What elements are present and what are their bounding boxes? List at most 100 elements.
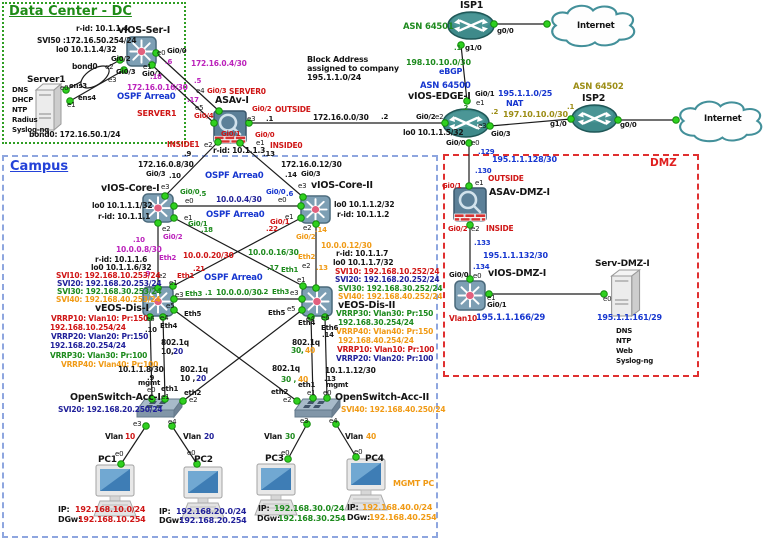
- diagram-label: e0: [157, 49, 166, 57]
- device-vios-dmz-i[interactable]: [454, 280, 486, 311]
- diagram-label: ens3: [69, 82, 87, 90]
- diagram-label: VRRP30: Vlan30: Pr:100: [50, 351, 148, 360]
- diagram-label: 195.1.1.132/30: [483, 251, 548, 260]
- diagram-label: Radius: [12, 116, 38, 124]
- pc-icon: [181, 466, 225, 519]
- diagram-label: 192.168.40.0/24: [362, 503, 433, 512]
- pc-icon: [93, 464, 137, 517]
- diagram-label: SVI20: 192.168.20.252/24: [335, 275, 440, 284]
- device-serv-dmz-i[interactable]: [606, 268, 644, 318]
- diagram-label: NAT: [506, 99, 524, 108]
- cloud-icon: [679, 100, 763, 143]
- diagram-label: 172.16.0.16/30: [127, 83, 188, 92]
- diagram-label: .17: [267, 264, 279, 272]
- device-pc4[interactable]: [344, 458, 388, 516]
- diagram-label: Gi0/2: [416, 113, 436, 121]
- diagram-label: Eth6: [321, 324, 339, 332]
- diagram-label: g1/0: [550, 120, 567, 128]
- device-pc3[interactable]: [254, 463, 298, 521]
- diagram-label: e2: [162, 225, 171, 233]
- link[interactable]: [287, 423, 308, 460]
- diagram-label: lo0 10.1.1.4/32: [56, 45, 117, 54]
- diagram-label: Gi0/3: [301, 170, 321, 178]
- diagram-label: Block Address: [307, 55, 369, 64]
- diagram-label: e5: [166, 302, 175, 310]
- diagram-label: .18: [201, 226, 213, 234]
- diagram-label: SVI30: 192.168.30.252/24: [338, 284, 443, 293]
- device-vios-core-ii[interactable]: [300, 195, 331, 224]
- diagram-label: VRRP20: Vlan20: Pr:100: [336, 354, 434, 363]
- diagram-label: e1: [476, 99, 485, 107]
- diagram-label: vEOS-Dis-I: [95, 303, 149, 314]
- diagram-label: 30,: [291, 346, 304, 355]
- diagram-label: Gi0/0: [167, 47, 187, 55]
- region-title-campus: Campus: [10, 159, 69, 174]
- diagram-label: .22: [266, 225, 278, 233]
- device-internet-bottom[interactable]: [671, 98, 768, 144]
- diagram-label: .134: [473, 263, 490, 271]
- diagram-label: .6: [165, 58, 173, 66]
- pc-icon: [254, 463, 298, 516]
- diagram-label: e0: [278, 196, 287, 204]
- diagram-label: e0: [354, 448, 363, 456]
- diagram-label: Gi0/2: [111, 55, 131, 63]
- diagram-label: Eth4: [298, 319, 316, 327]
- device-pc2[interactable]: [181, 466, 225, 524]
- diagram-label: 10.0.0.4/30: [216, 195, 262, 204]
- device-vios-core-i[interactable]: [142, 193, 174, 223]
- diagram-label: e4: [196, 87, 205, 95]
- diagram-label: Vlan: [183, 432, 201, 441]
- diagram-label: e1: [169, 279, 178, 287]
- diagram-label: e1: [487, 294, 496, 302]
- diagram-label: 192.168.10.0/24: [75, 505, 146, 514]
- diagram-label: IP:: [159, 507, 171, 516]
- diagram-label: Gi0/0: [266, 188, 286, 196]
- diagram-label: e0: [323, 389, 332, 397]
- diagram-label: Web: [616, 347, 633, 355]
- diagram-label: Vlan: [264, 432, 282, 441]
- device-vios-ser-i[interactable]: [126, 36, 157, 67]
- device-vios-edge-i[interactable]: [442, 108, 490, 138]
- diagram-label: .10: [133, 236, 145, 244]
- diagram-label: e2: [204, 141, 213, 149]
- diagram-label: 195.1.1.166/29: [476, 313, 546, 323]
- diagram-label: DHCP: [12, 96, 34, 104]
- diagram-label: 20: [204, 432, 215, 441]
- device-asav-i[interactable]: [213, 110, 247, 144]
- diagram-label: 10 ,: [180, 374, 196, 383]
- diagram-label: NTP: [12, 106, 28, 114]
- cloud-icon: [551, 4, 636, 48]
- diagram-label: SVI40: 192.168.40.252/24: [338, 292, 443, 301]
- router-icon: [571, 104, 618, 133]
- diagram-label: 192.168.30.254: [278, 514, 346, 523]
- diagram-label: 192.168.40.254/24: [338, 336, 414, 345]
- diagram-label: r-id: 10.1.1.6: [95, 255, 148, 264]
- diagram-label: e4: [160, 314, 169, 322]
- diagram-label: e0: [185, 197, 194, 205]
- diagram-label: PC3: [265, 454, 284, 464]
- diagram-label: eth1: [298, 381, 316, 389]
- diagram-label: 195.1.1.128/30: [492, 155, 557, 164]
- diagram-label: 30 ,: [281, 375, 297, 384]
- diagram-label: Eth5: [184, 310, 202, 318]
- diagram-label: e3: [300, 417, 309, 425]
- diagram-label: e2: [302, 262, 311, 270]
- device-veos-dis-ii[interactable]: [301, 286, 333, 317]
- diagram-label: 192.168.20.254: [179, 516, 247, 525]
- diagram-label: e6: [321, 314, 330, 322]
- diagram-label: IP:: [258, 504, 270, 513]
- device-pc1[interactable]: [93, 464, 137, 522]
- diagram-label: PC4: [365, 454, 384, 464]
- diagram-label: e0: [187, 449, 196, 457]
- diagram-label: e0: [471, 139, 480, 147]
- device-isp1[interactable]: [447, 11, 495, 40]
- device-internet-top[interactable]: [543, 2, 641, 49]
- device-server1[interactable]: [31, 82, 65, 132]
- diagram-label: OSPF Arrea0: [204, 273, 263, 283]
- diagram-label: vIOS-Core-II: [311, 180, 373, 191]
- device-isp2[interactable]: [571, 104, 618, 133]
- diagram-label: VRRP30: Vlan30: Pr:150: [336, 309, 434, 318]
- device-asav-dmz-i[interactable]: [453, 187, 487, 222]
- diagram-label: 192.168.20.254/24: [50, 341, 126, 350]
